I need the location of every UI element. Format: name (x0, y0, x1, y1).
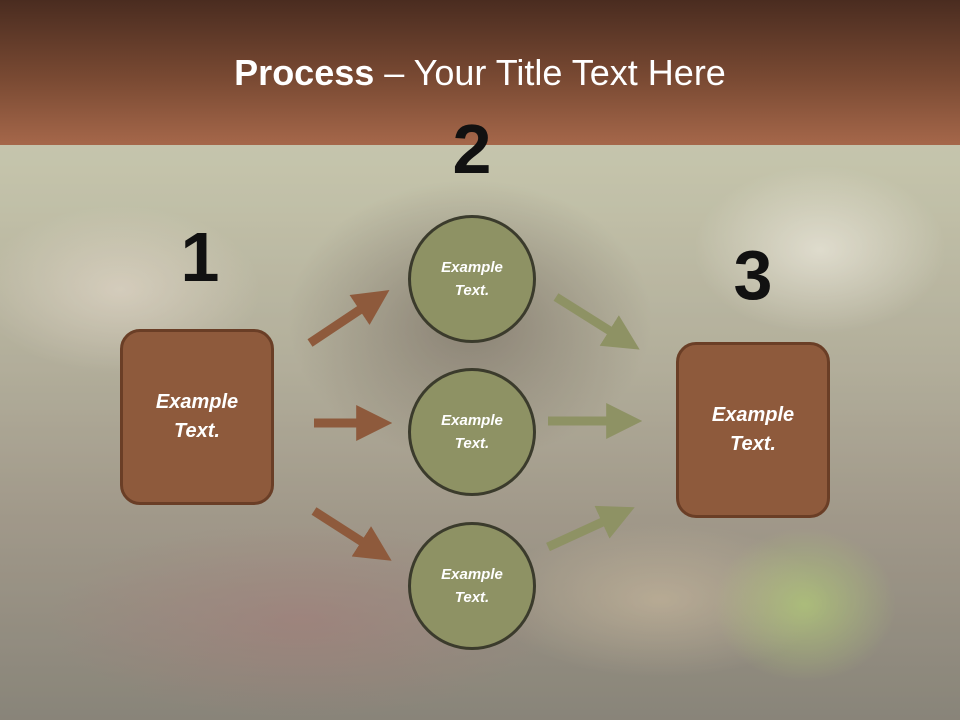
step-number-3: 3 (733, 236, 773, 314)
end-box: Example Text. (676, 342, 830, 518)
start-box: Example Text. (120, 329, 274, 505)
slide-title: Process – Your Title Text Here (0, 52, 960, 94)
end-box-text: Example Text. (711, 404, 795, 455)
circle-top-text: Example Text. (441, 259, 503, 299)
arrow-to-circle-bottom (311, 507, 392, 561)
circle-bottom: Example Text. (408, 522, 536, 650)
arrow-from-circle-bottom (546, 505, 635, 552)
arrow-from-circle-top (553, 293, 640, 350)
step-number-2: 2 (452, 110, 492, 188)
title-rest: – Your Title Text Here (374, 52, 726, 93)
title-bar: Process – Your Title Text Here (0, 0, 960, 145)
circle-bottom-text: Example Text. (441, 566, 503, 606)
circle-top: Example Text. (408, 215, 536, 343)
step-number-1: 1 (180, 218, 220, 296)
start-box-text: Example Text. (155, 391, 239, 442)
circle-middle-text: Example Text. (441, 412, 503, 452)
title-bold: Process (234, 52, 375, 93)
arrow-to-circle-top (307, 290, 390, 347)
circle-middle: Example Text. (408, 368, 536, 496)
